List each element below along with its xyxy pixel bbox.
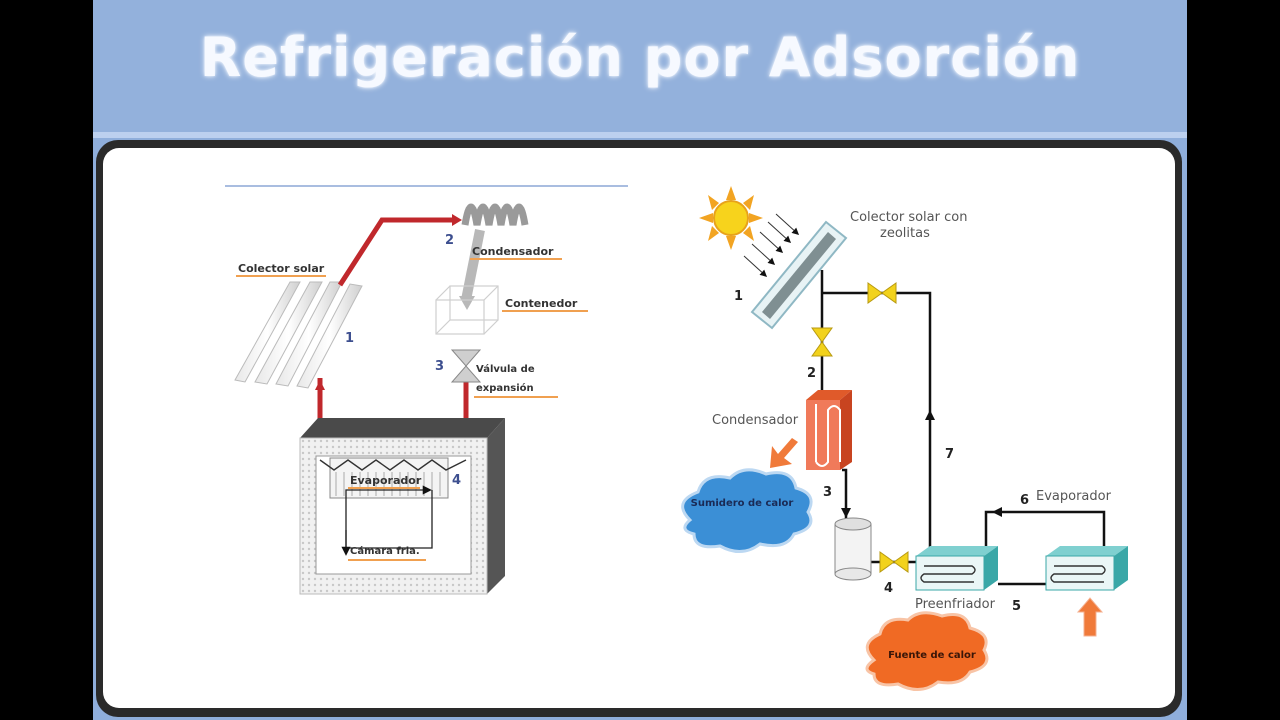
label-sumidero: Sumidero de calor <box>691 498 794 509</box>
label-condensador-left: Condensador <box>472 245 554 258</box>
condenser-coil-icon <box>461 203 529 226</box>
title-divider <box>93 132 1187 138</box>
slide-title: Refrigeración por Adsorción <box>199 26 1081 89</box>
valve-vertical-icon <box>811 327 833 357</box>
label-colector-zeolitas-line1: Colector solar con <box>850 210 967 225</box>
right-number-6: 6 <box>1020 493 1029 508</box>
valve-bottom-icon <box>879 551 909 573</box>
cold-chamber <box>299 418 505 595</box>
right-number-7: 7 <box>945 447 954 462</box>
label-colector-zeolitas-line2: zeolitas <box>880 226 930 241</box>
precooler-icon <box>915 546 998 591</box>
left-number-4: 4 <box>452 473 461 488</box>
label-fuente: Fuente de calor <box>888 650 976 661</box>
left-number-3: 3 <box>435 359 444 374</box>
label-camara-fria: Cámara fria. <box>350 545 420 557</box>
evaporator-icon <box>319 457 467 499</box>
left-number-1: 1 <box>345 331 354 346</box>
right-diagram: Sumidero de calor Fuente de calor Colect… <box>681 186 1128 691</box>
reservoir-icon <box>834 517 872 581</box>
right-number-2: 2 <box>807 366 816 381</box>
content-panel <box>103 148 1175 708</box>
left-number-2: 2 <box>445 233 454 248</box>
sun-icon <box>699 186 763 250</box>
left-diagram: Colector solar Condensador Contenedor Vá… <box>225 185 628 595</box>
solar-radiation-arrows <box>743 213 800 277</box>
heat-in-arrow-icon <box>1076 597 1104 637</box>
right-number-4: 4 <box>884 581 893 596</box>
air-circulation-arrows <box>345 485 433 549</box>
evaporator-right-icon <box>1045 546 1128 591</box>
label-evaporador-right: Evaporador <box>1036 489 1112 504</box>
title-bar: Refrigeración por Adsorción <box>93 0 1187 134</box>
heat-out-arrow-icon <box>770 438 798 468</box>
solar-collector-icon <box>234 281 363 389</box>
label-preenfriador: Preenfriador <box>915 597 996 612</box>
right-number-5: 5 <box>1012 599 1021 614</box>
container-icon <box>435 285 499 335</box>
label-colector-solar: Colector solar <box>238 262 325 275</box>
label-valvula-line1: Válvula de <box>476 363 535 375</box>
label-evaporador-left: Evaporador <box>350 474 422 487</box>
zeolite-collector-icon <box>750 220 848 330</box>
expansion-valve-icon <box>450 349 482 383</box>
label-contenedor: Contenedor <box>505 297 578 310</box>
right-number-1: 1 <box>734 289 743 304</box>
condenser-icon <box>806 390 852 470</box>
label-valvula-line2: expansión <box>476 382 534 394</box>
valve-top-icon <box>867 282 897 304</box>
heat-source-cloud: Fuente de calor <box>865 611 989 691</box>
heat-sink-cloud: Sumidero de calor <box>681 468 813 553</box>
right-number-3: 3 <box>823 485 832 500</box>
label-condensador-right: Condensador <box>712 413 799 428</box>
